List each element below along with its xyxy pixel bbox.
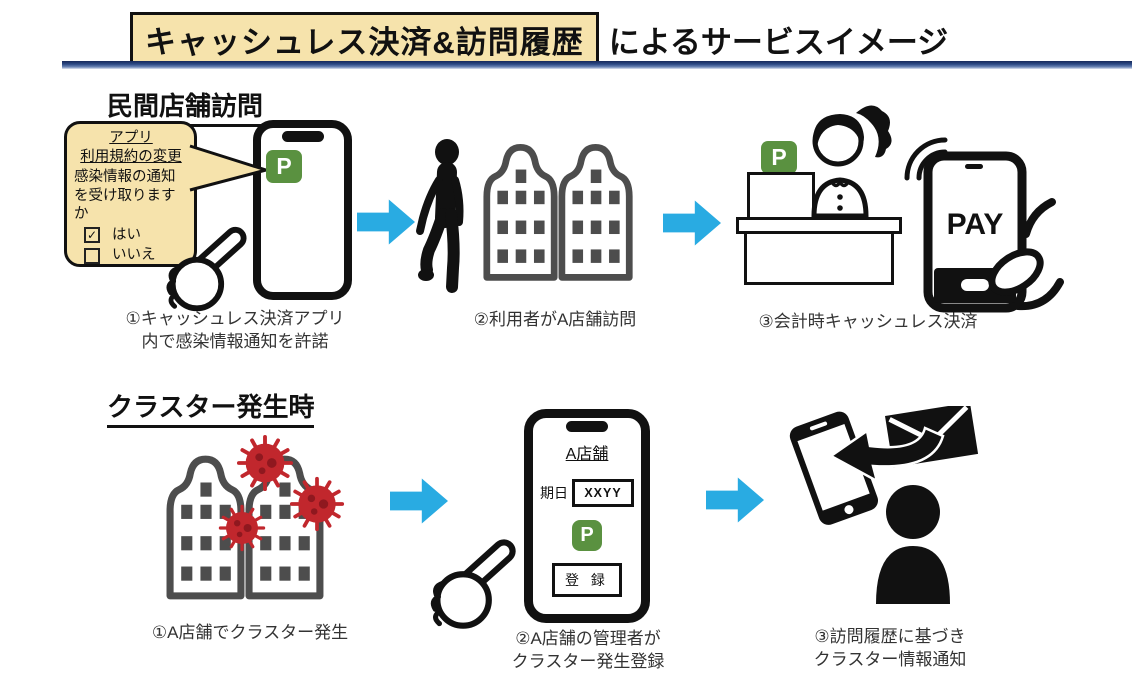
- cashier-clerk-icon: [811, 105, 892, 219]
- payment-app-icon: P: [572, 520, 602, 551]
- title-highlight-box: キャッシュレス決済&訪問履歴: [130, 12, 599, 67]
- dialog-question: 感染情報の通知を受け取りますか: [74, 169, 176, 223]
- register-button[interactable]: 登 録: [552, 563, 622, 597]
- user-person-icon: [876, 546, 950, 604]
- pay-label: PAY: [947, 208, 1004, 241]
- flow-arrow-icon: [357, 199, 415, 245]
- virus-icon: [236, 434, 294, 492]
- flow-arrow-icon: [706, 477, 764, 523]
- phone-notch: [566, 421, 608, 432]
- option-yes-label: はい: [112, 226, 141, 243]
- payment-app-icon[interactable]: P: [266, 150, 302, 183]
- option-yes[interactable]: ✓ はい: [84, 226, 188, 245]
- title-suffix: によるサービスイメージ: [608, 25, 949, 60]
- dialog-title-line1: アプリ: [109, 130, 153, 146]
- step1-caption: ①キャッシュレス決済アプリ 内で感染情報通知を許諾: [125, 309, 345, 351]
- option-no-label: いいえ: [112, 247, 156, 264]
- counter-front: [744, 231, 894, 285]
- virus-icon: [218, 504, 266, 552]
- user-person-icon: [886, 485, 940, 539]
- flow-arrow-icon: [663, 200, 721, 246]
- option-no[interactable]: いいえ: [84, 246, 188, 265]
- dialog-title-line2: 利用規約の変更: [80, 148, 182, 165]
- store-name-label: A店舗: [565, 446, 609, 463]
- pointing-hand-icon: [160, 220, 262, 317]
- smartphone-frame: [253, 120, 352, 300]
- flow-arrow-icon: [390, 478, 448, 524]
- date-input[interactable]: XXYY: [572, 479, 634, 507]
- date-row: 期日 XXYY: [533, 479, 641, 507]
- cash-register: [747, 172, 815, 222]
- phone-notch: [281, 131, 324, 142]
- store-buildings-icon: [482, 136, 636, 282]
- virus-icon: [289, 476, 345, 532]
- terms-dialog-bubble: アプリ 利用規約の変更 感染情報の通知を受け取りますか ✓ はい いいえ: [64, 121, 197, 267]
- checkbox-empty-icon[interactable]: [84, 247, 100, 264]
- pay-phone-in-hand-icon: PAY: [923, 151, 1064, 313]
- step3-caption: ③会計時キャッシュレス決済: [758, 312, 978, 331]
- pointing-hand-icon: [424, 532, 532, 635]
- cluster-step1-caption: ①A店舗でクラスター発生: [151, 623, 349, 642]
- page-title: キャッシュレス決済&訪問履歴 によるサービスイメージ: [130, 12, 948, 67]
- cluster-step3-caption: ③訪問履歴に基づき クラスター情報通知: [813, 627, 967, 669]
- cluster-step2-caption: ②A店舗の管理者が クラスター発生登録: [511, 629, 665, 671]
- date-label: 期日: [540, 485, 568, 501]
- step2-caption: ②利用者がA店舗訪問: [473, 310, 637, 329]
- notification-scene-icon: [789, 406, 979, 604]
- send-arrow-icon: [828, 426, 945, 484]
- walking-person-icon: [416, 139, 464, 293]
- checkbox-checked-icon[interactable]: ✓: [84, 227, 100, 243]
- bubble-tail: [189, 144, 268, 192]
- registration-phone: A店舗 期日 XXYY P 登 録: [524, 409, 650, 623]
- section2-heading: クラスター発生時: [107, 387, 315, 428]
- store-payment-sign: P: [761, 141, 797, 174]
- title-divider: [62, 61, 1132, 69]
